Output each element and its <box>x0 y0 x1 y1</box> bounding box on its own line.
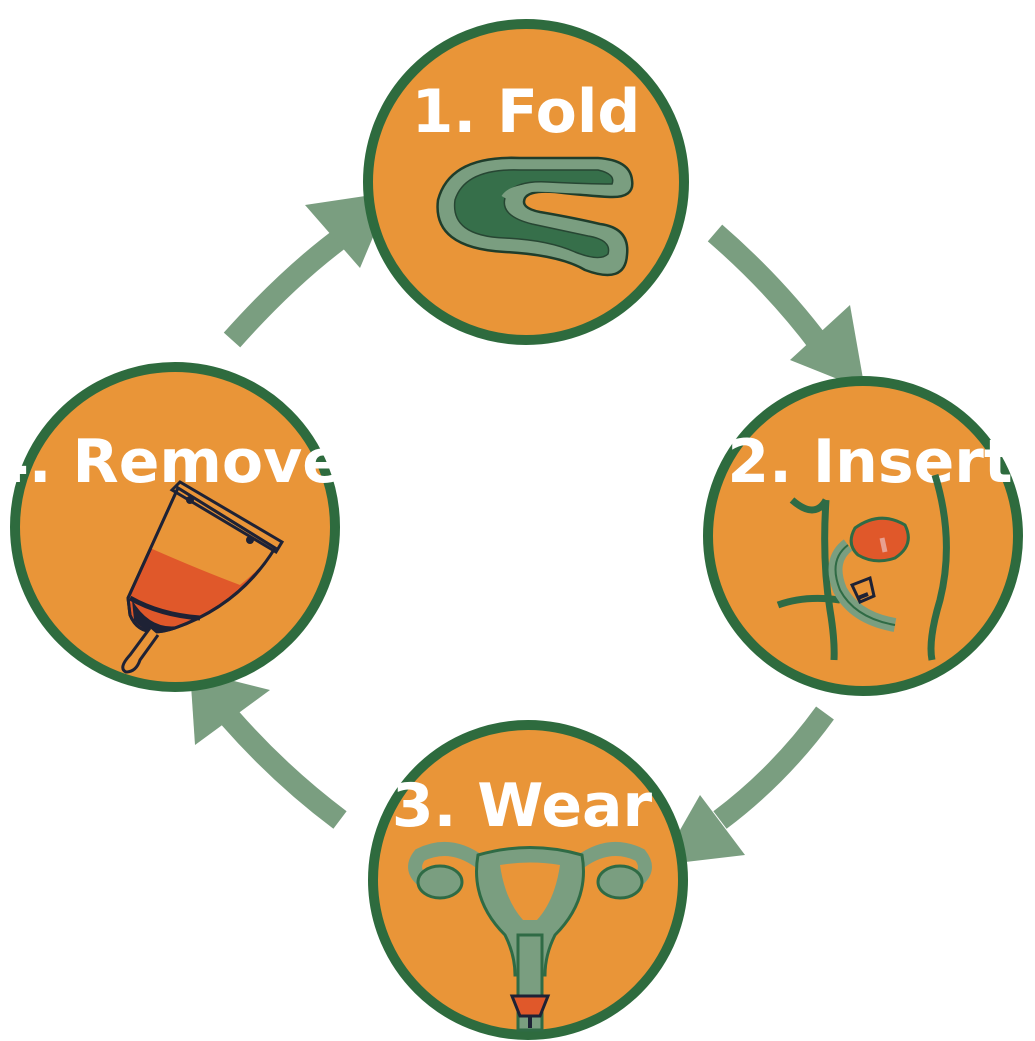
step-insert: 2. Insert <box>708 381 1018 691</box>
arrow-wear-to-remove <box>190 670 340 820</box>
step-label: 4. Remove <box>0 427 343 497</box>
arrow-fold-to-insert <box>715 233 865 390</box>
arrow-insert-to-wear <box>660 713 825 865</box>
step-remove: 4. Remove <box>0 367 343 687</box>
step-label: 1. Fold <box>412 77 641 147</box>
step-wear: 3. Wear <box>373 725 683 1035</box>
step-label: 2. Insert <box>727 427 1012 497</box>
step-fold: 1. Fold <box>368 24 684 340</box>
step-label: 3. Wear <box>392 771 653 841</box>
